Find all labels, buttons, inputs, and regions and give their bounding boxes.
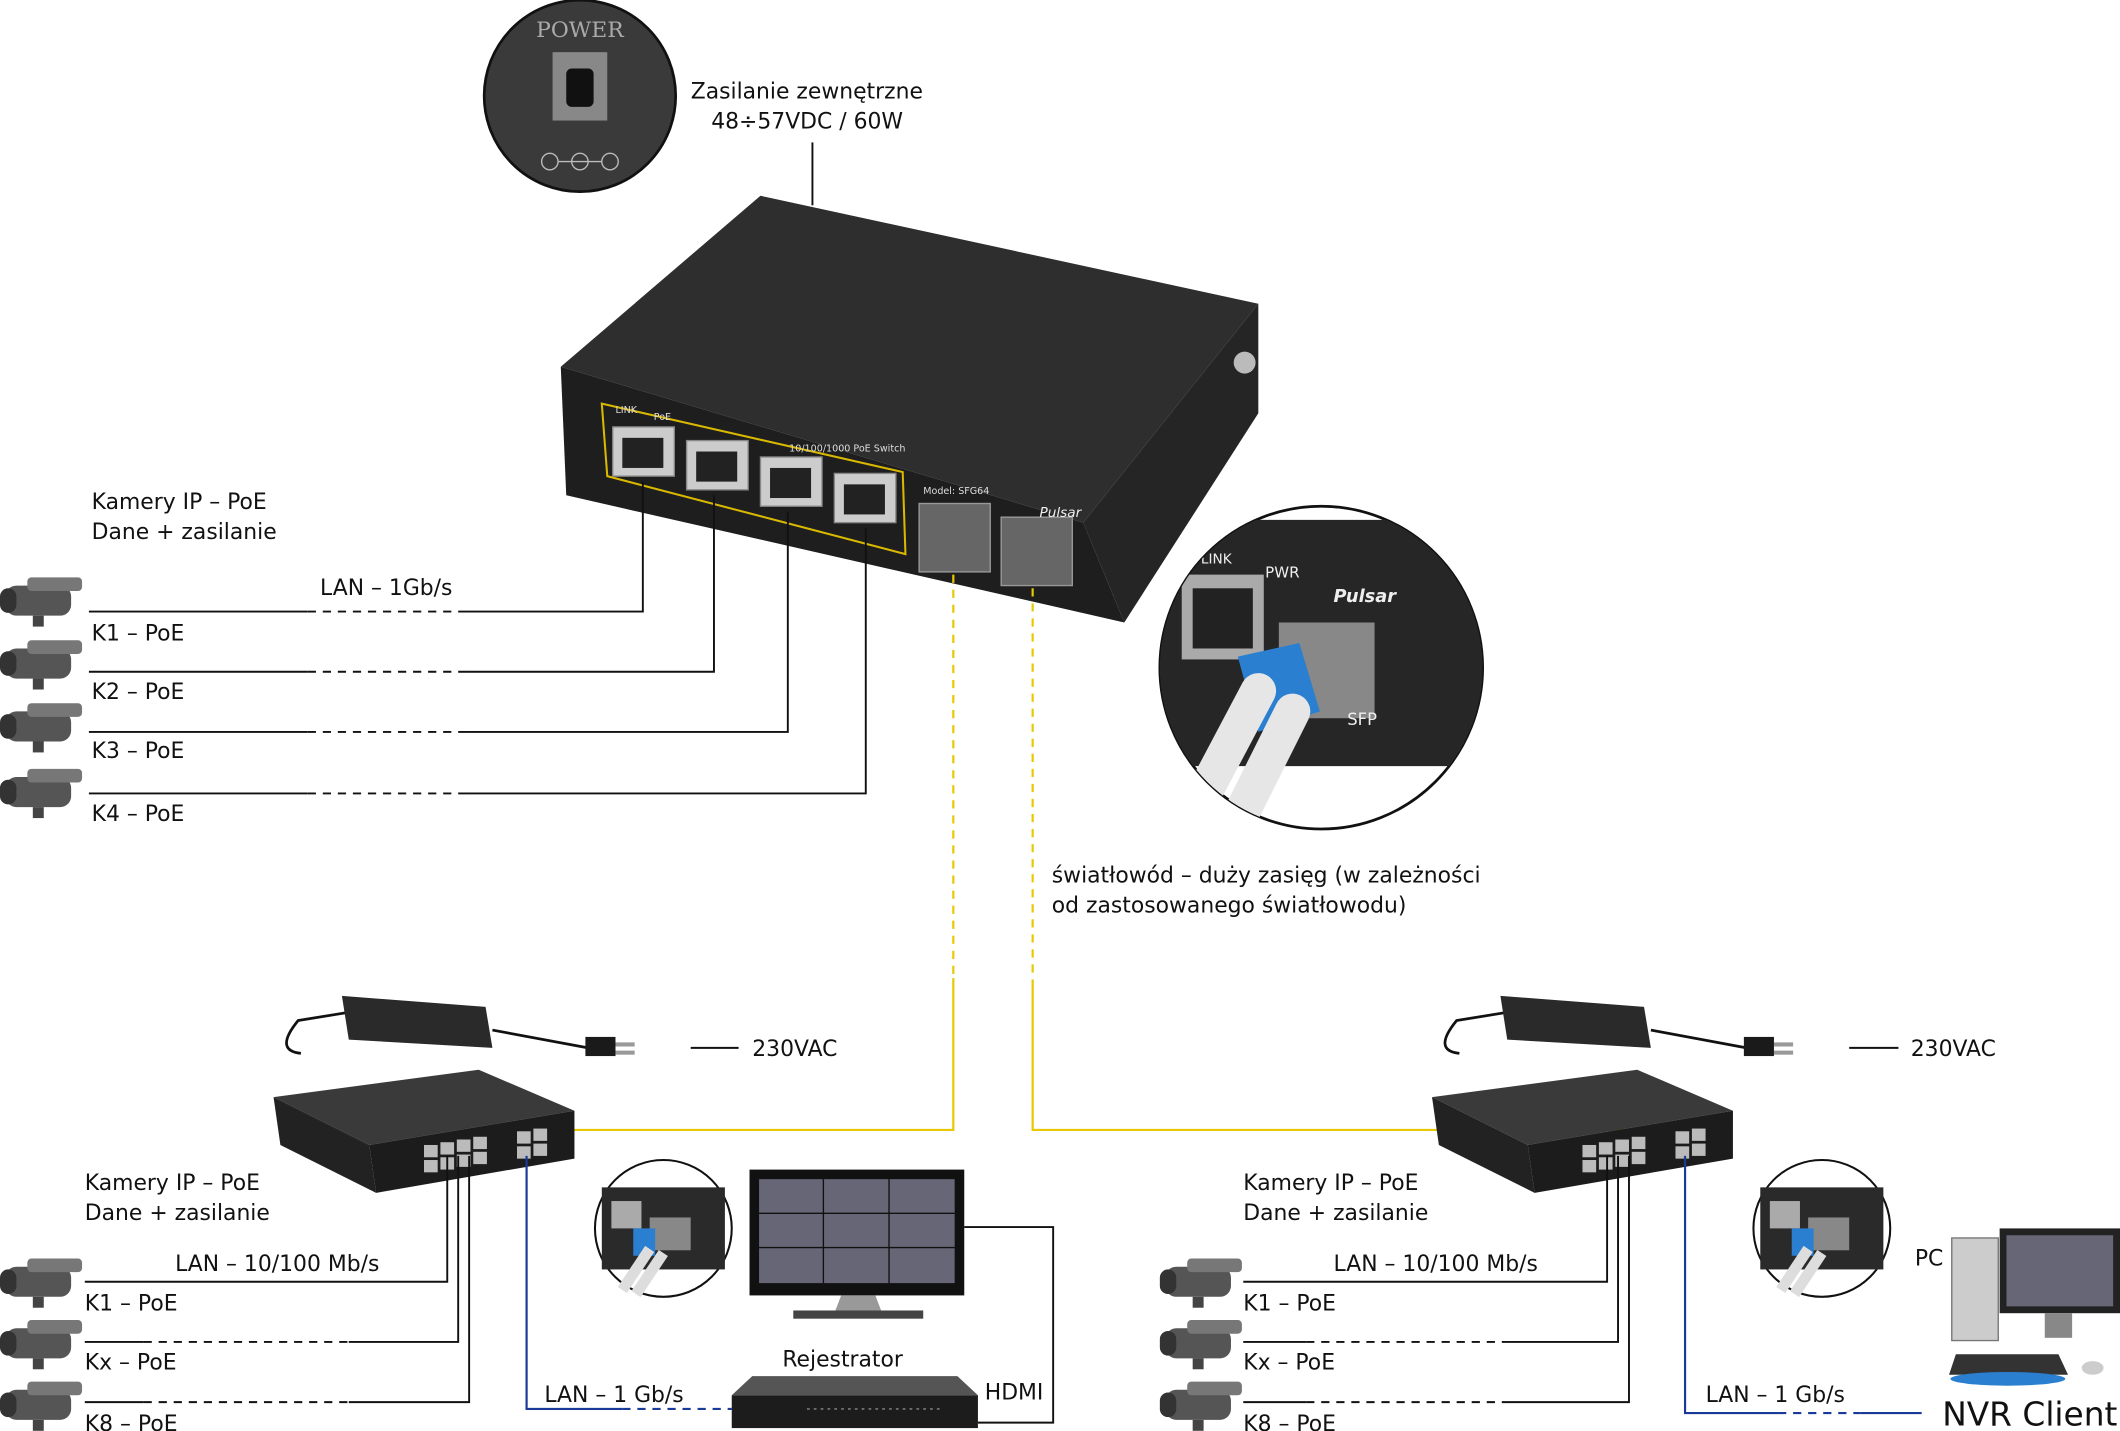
camera-icon — [1159, 1381, 1242, 1431]
pc-label: PC — [1915, 1246, 1943, 1271]
sfp-inset: LINK PWR Pulsar SFP — [1158, 504, 1484, 831]
right-camera-kx: Kx – PoE — [1243, 1350, 1335, 1375]
camera-icon — [0, 1381, 83, 1431]
camera-label-k4: K4 – PoE — [92, 802, 185, 827]
left-cameras-subtitle: Dane + zasilanie — [85, 1201, 270, 1226]
camera-icon — [1159, 1258, 1242, 1308]
inset-link-label: LINK — [1201, 552, 1233, 568]
recorder-label: Rejestrator — [782, 1348, 903, 1373]
camera-icon — [0, 1258, 83, 1308]
camera-label-k3: K3 – PoE — [92, 739, 185, 764]
left-uplink-label: LAN – 1 Gb/s — [544, 1383, 683, 1408]
switch-model: Model: SFG64 — [923, 486, 989, 497]
monitor-icon — [749, 1169, 965, 1319]
fiber-links — [547, 574, 1696, 1132]
camera-icon — [0, 577, 83, 627]
left-ac-label: 230VAC — [752, 1037, 837, 1062]
power-adapter-icon — [1443, 994, 1795, 1058]
right-cameras-title: Kamery IP – PoE — [1243, 1171, 1418, 1196]
recorder-icon — [731, 1376, 978, 1429]
inset-pwr-label: PWR — [1265, 563, 1300, 581]
camera-icon — [1159, 1320, 1242, 1370]
switch-caption: 10/100/1000 PoE Switch — [789, 444, 905, 455]
camera-label-k2: K2 – PoE — [92, 680, 185, 705]
led-link-label: LINK — [615, 405, 637, 416]
right-cameras-subtitle: Dane + zasilanie — [1243, 1201, 1428, 1226]
top-lan-label: LAN – 1Gb/s — [320, 576, 452, 601]
right-poe-switch — [1432, 1069, 1733, 1193]
left-lan-cameras-label: LAN – 10/100 Mb/s — [175, 1252, 379, 1277]
power-adapter-icon — [285, 994, 637, 1058]
pc-icon — [1949, 1228, 2120, 1386]
fiber-note-line2: od zastosowanego światłowodu) — [1052, 893, 1407, 918]
camera-label-k1: K1 – PoE — [92, 621, 185, 646]
switch-brand: Pulsar — [1039, 505, 1082, 521]
right-camera-k1: K1 – PoE — [1243, 1291, 1336, 1316]
camera-icon — [0, 1320, 83, 1370]
camera-icon — [0, 640, 83, 690]
led-poe-label: PoE — [654, 412, 671, 423]
inset-brand: Pulsar — [1334, 586, 1398, 607]
nvr-client-label: NVR Client — [1942, 1395, 2117, 1431]
power-label: POWER — [536, 18, 624, 43]
camera-icon — [0, 768, 83, 819]
right-ac-label: 230VAC — [1911, 1037, 1996, 1062]
top-cameras-title: Kamery IP – PoE — [92, 490, 267, 515]
left-camera-kx: Kx – PoE — [85, 1350, 177, 1375]
right-uplink-label: LAN – 1 Gb/s — [1706, 1383, 1845, 1408]
left-camera-k1: K1 – PoE — [85, 1291, 178, 1316]
top-cameras-subtitle: Dane + zasilanie — [92, 520, 277, 545]
sfp-inset-mini — [1753, 1160, 1890, 1297]
main-poe-switch: LINK PoE 10/100/1000 PoE Switch Model: S… — [560, 195, 1259, 623]
top-camera-links — [88, 481, 867, 795]
sfp-inset-mini — [595, 1160, 732, 1297]
right-lan-cameras-label: LAN – 10/100 Mb/s — [1334, 1252, 1538, 1277]
left-poe-switch — [273, 1069, 575, 1193]
right-camera-k8: K8 – PoE — [1243, 1412, 1336, 1431]
hdmi-label: HDMI — [985, 1380, 1044, 1405]
fiber-note-line1: światłowód – duży zasięg (w zależności — [1052, 863, 1481, 888]
left-cameras-title: Kamery IP – PoE — [85, 1171, 260, 1196]
left-camera-k8: K8 – PoE — [85, 1412, 178, 1431]
inset-sfp-label: SFP — [1347, 710, 1377, 729]
power-jack-inset: POWER — [482, 0, 678, 193]
power-spec-line1: Zasilanie zewnętrzne — [691, 80, 923, 105]
camera-icon — [0, 703, 83, 753]
power-spec-line2: 48÷57VDC / 60W — [711, 110, 903, 135]
